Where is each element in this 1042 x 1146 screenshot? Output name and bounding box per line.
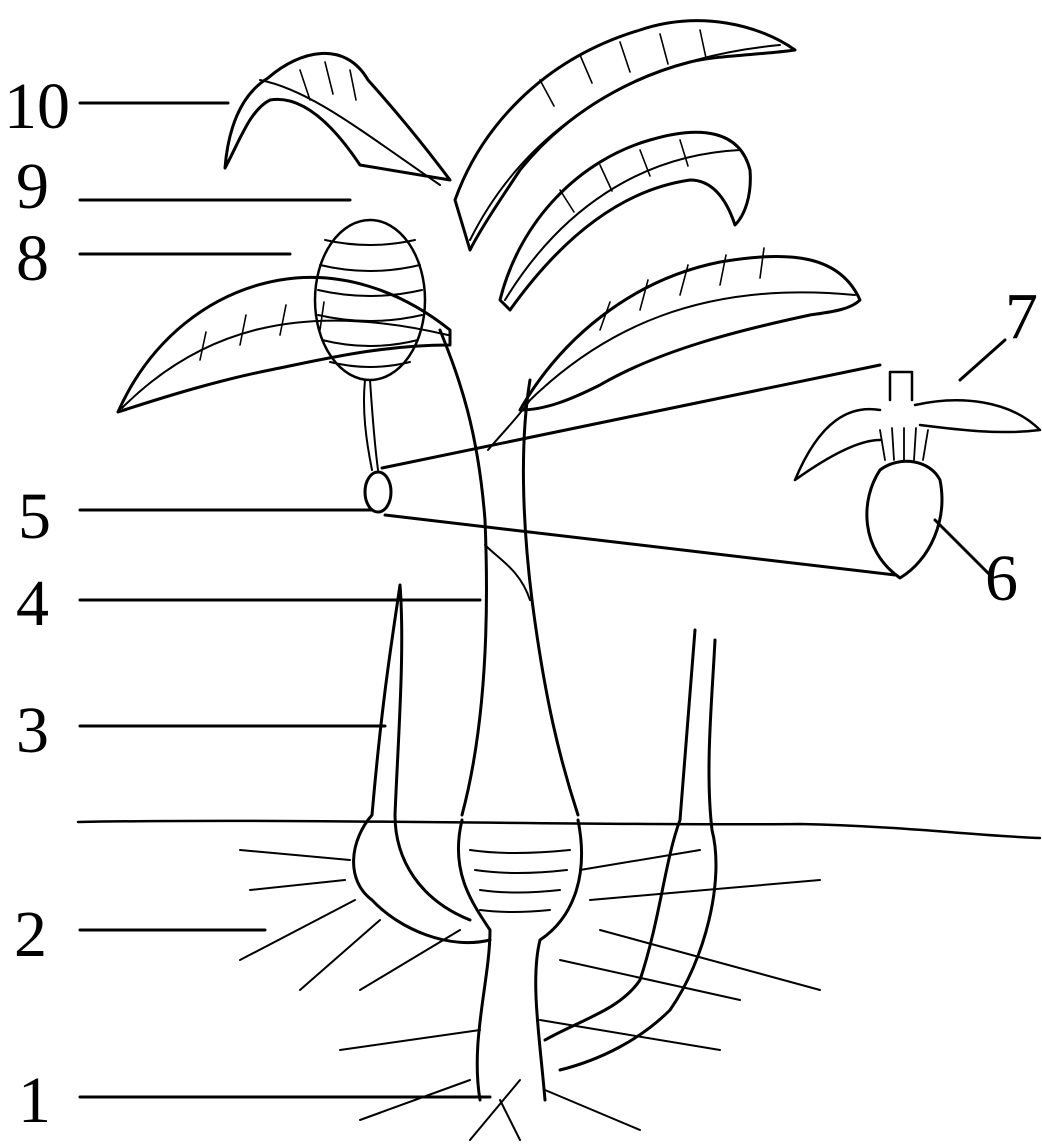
leaf-top-left [225, 53, 450, 180]
label-5: 5 [18, 480, 51, 553]
leader-lines [80, 103, 1005, 1097]
label-9: 9 [16, 150, 49, 223]
label-4: 4 [16, 567, 49, 640]
ground-line [78, 821, 1040, 838]
sucker-left [354, 585, 490, 943]
leaf-lower-right [520, 256, 860, 410]
leaves [118, 21, 860, 412]
callout-labels: 1 2 3 4 5 6 7 8 9 10 [4, 70, 1038, 1137]
leaf-left [118, 277, 450, 412]
leaf-middle-right [500, 132, 750, 310]
label-8: 8 [16, 222, 49, 295]
label-1: 1 [18, 1064, 51, 1137]
male-bud [365, 472, 391, 512]
fruit-bunch [315, 220, 425, 470]
label-7: 7 [1005, 280, 1038, 353]
label-6: 6 [985, 542, 1018, 615]
label-10: 10 [4, 70, 70, 143]
label-3: 3 [16, 694, 49, 767]
label-2: 2 [14, 898, 47, 971]
